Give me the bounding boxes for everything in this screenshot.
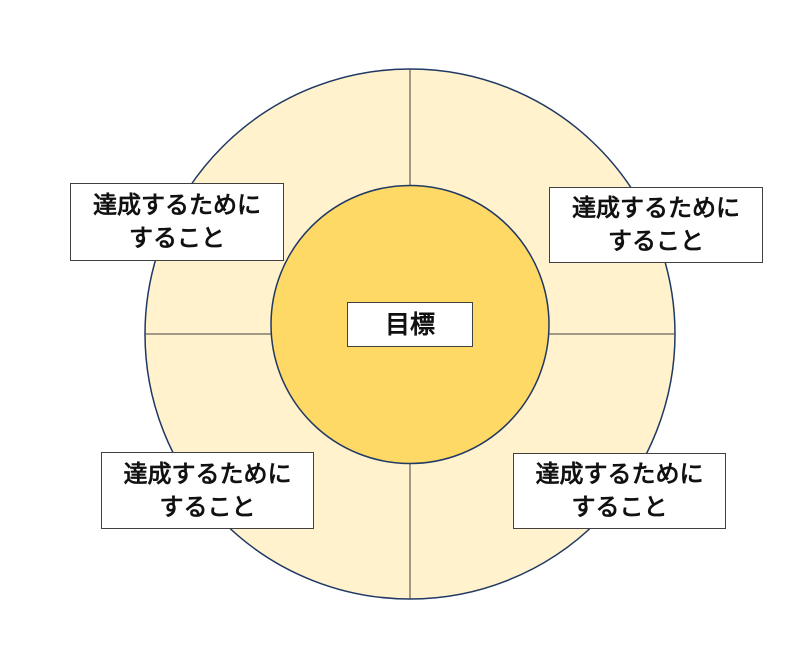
goal-label: 目標: [384, 310, 435, 339]
action-box-top-left: 達成するために すること: [70, 183, 284, 261]
action-line2: すること: [159, 492, 256, 521]
action-box-bottom-right: 達成するために すること: [513, 453, 726, 529]
action-line2: すること: [129, 224, 225, 252]
action-line1: 達成するために: [93, 191, 261, 219]
action-box-top-right: 達成するために すること: [549, 187, 763, 263]
action-line2: すること: [571, 493, 668, 521]
action-box-bottom-left: 達成するために すること: [101, 452, 314, 529]
action-line1: 達成するために: [123, 459, 292, 488]
action-line1: 達成するために: [572, 194, 740, 222]
action-line1: 達成するために: [535, 460, 704, 488]
goal-box: 目標: [347, 302, 473, 347]
action-line2: すること: [608, 227, 704, 255]
